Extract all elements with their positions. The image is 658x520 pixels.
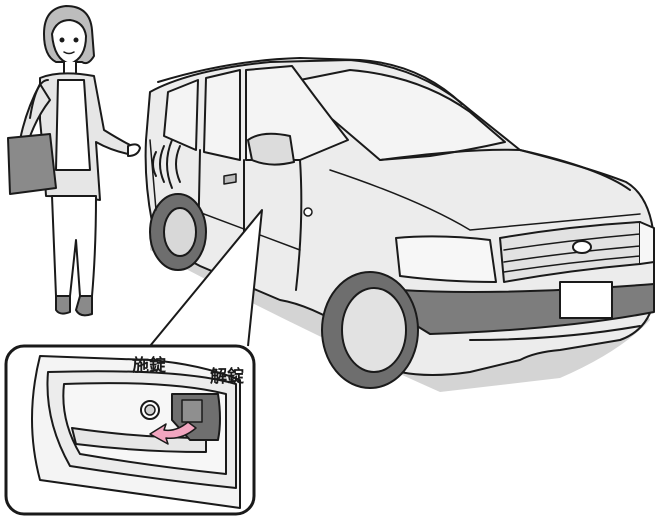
car-door-handle [224, 174, 236, 184]
woman-bag [8, 134, 56, 194]
car-emblem [573, 241, 591, 253]
car-license-plate [560, 282, 612, 318]
label-lock: 施錠 [132, 351, 166, 376]
label-unlock: 解錠 [210, 362, 244, 387]
car-side-mirror [248, 134, 294, 165]
woman-pants [52, 196, 96, 296]
car-mid-window [204, 70, 240, 160]
car-headlight [396, 236, 496, 282]
woman-shoe-right [76, 296, 92, 315]
woman-shoe-left [56, 296, 70, 314]
woman [8, 6, 140, 315]
